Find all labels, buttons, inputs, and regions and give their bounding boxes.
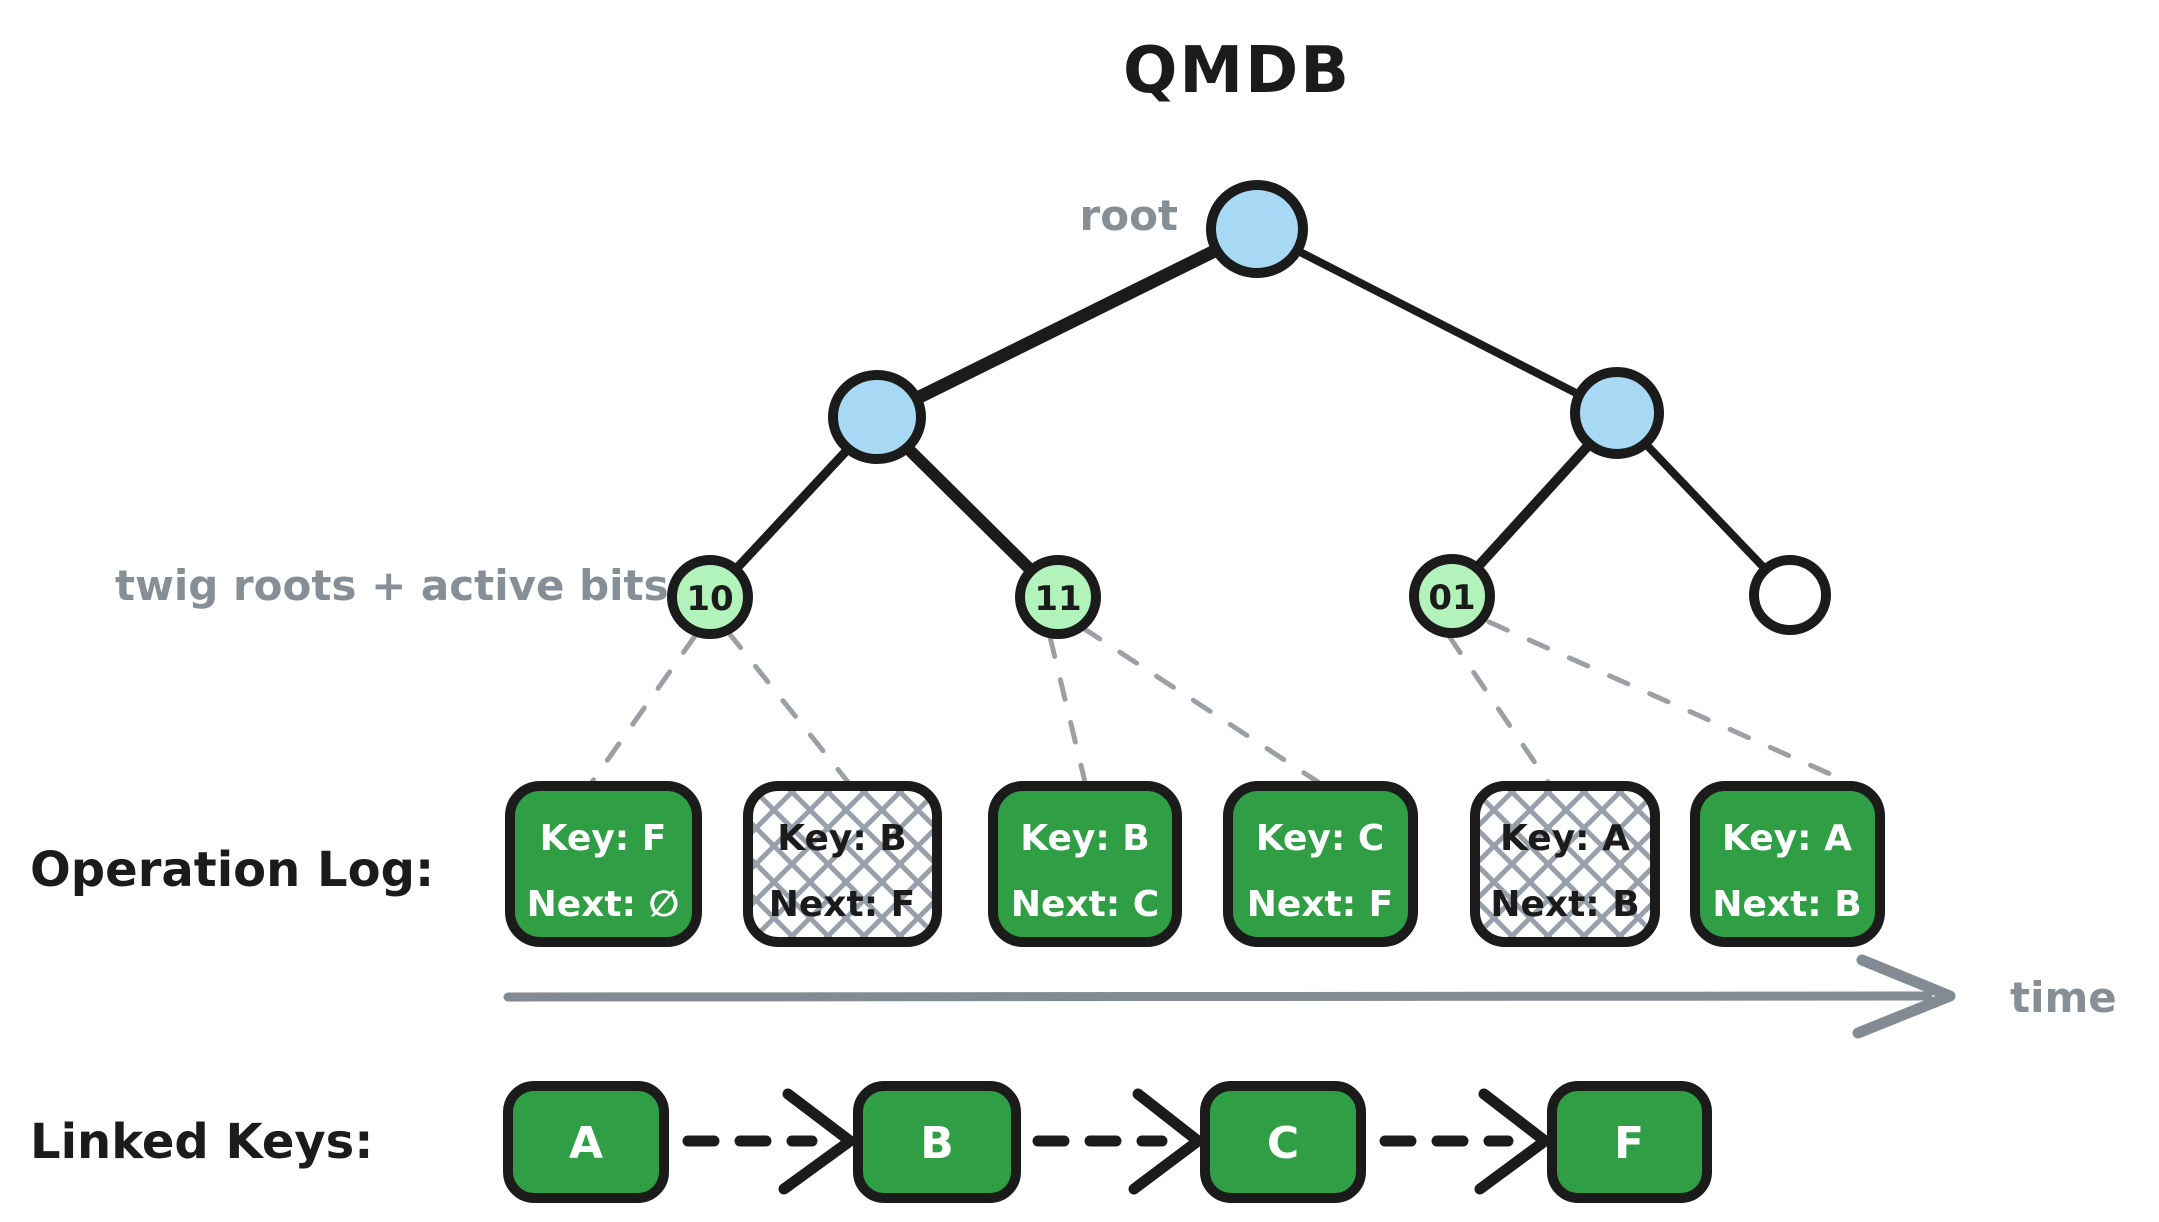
log-entry-3: Key: B Next: C [988, 781, 1182, 947]
log-entry-3-next: Next: C [1011, 884, 1159, 925]
linked-key-b-letter: B [920, 1118, 954, 1169]
linked-keys-chain: A B C F [503, 1081, 1712, 1203]
edge-root-to-right-internal [1253, 226, 1621, 418]
linked-key-c-letter: C [1267, 1118, 1299, 1169]
log-entry-1-next: Next: ∅ [527, 884, 680, 925]
left-internal-node [828, 370, 926, 464]
chain-arrow-a-to-b [682, 1088, 856, 1195]
root-annotation: root [1080, 191, 1179, 240]
twig-11-label: 11 [1034, 579, 1081, 619]
chain-arrow-c-to-f-head-icon [1474, 1088, 1551, 1195]
edge-root-to-left-internal [870, 223, 1264, 425]
linked-keys-label: Linked Keys: [30, 1114, 373, 1170]
linked-key-f-letter: F [1614, 1118, 1644, 1169]
log-entry-5-next: Next: B [1490, 884, 1639, 925]
linked-key-f-box [1547, 1081, 1712, 1203]
twig-10-label: 10 [686, 579, 733, 619]
linked-key-c: C [1200, 1081, 1366, 1203]
time-axis-line [503, 991, 1933, 1002]
linked-key-a-box [503, 1081, 669, 1203]
twig-node-10 [667, 555, 753, 639]
twig-to-log-links [589, 619, 1851, 785]
twig-01-label: 01 [1428, 578, 1475, 618]
log-entry-3-key: Key: B [1020, 818, 1150, 859]
right-internal-node [1570, 367, 1664, 459]
twig-node-11 [1015, 555, 1101, 639]
linked-key-c-box [1200, 1081, 1366, 1203]
link-twig10-to-entry2 [725, 629, 851, 785]
log-entry-4-box [1223, 781, 1418, 947]
log-entry-1: Key: F Next: ∅ [505, 781, 702, 947]
chain-arrow-a-to-b-head-icon [778, 1088, 856, 1195]
chain-arrow-b-to-c-head-icon [1128, 1088, 1204, 1195]
log-entry-4-key: Key: C [1256, 818, 1385, 859]
log-entry-4: Key: C Next: F [1223, 781, 1418, 947]
log-entry-4-next: Next: F [1247, 884, 1394, 925]
log-entry-2-next: Next: F [769, 884, 916, 925]
time-axis-arrowhead-icon [1852, 954, 1956, 1039]
link-twig10-to-entry1 [589, 633, 698, 785]
log-entry-3-box [988, 781, 1182, 947]
link-twig01-to-entry5 [1446, 633, 1551, 785]
tree-nodes [667, 180, 1831, 639]
log-entry-6-next: Next: B [1712, 884, 1861, 925]
linked-key-a-letter: A [569, 1118, 603, 1169]
link-twig11-to-entry3 [1047, 634, 1088, 785]
time-axis-label: time [2010, 973, 2117, 1022]
link-twig11-to-entry4 [1080, 625, 1321, 785]
log-entry-2-box [743, 781, 942, 947]
log-entry-6-key: Key: A [1722, 818, 1852, 859]
log-entry-1-box [505, 781, 702, 947]
log-entry-5-box [1470, 781, 1660, 947]
link-twig01-to-entry6 [1486, 619, 1851, 785]
root-node [1206, 180, 1308, 278]
log-entry-5-key: Key: A [1500, 818, 1630, 859]
twig-roots-annotation: twig roots + active bits [115, 561, 669, 610]
operation-log-label: Operation Log: [30, 842, 434, 898]
log-entry-6-box [1690, 781, 1885, 947]
log-entry-1-key: Key: F [540, 818, 667, 859]
log-entry-2: Key: B Next: F [743, 781, 942, 947]
linked-key-a: A [503, 1081, 669, 1203]
log-entry-2-key: Key: B [777, 818, 907, 859]
linked-key-b-box [853, 1081, 1021, 1203]
twig-node-01 [1409, 554, 1495, 638]
operation-log-entries: Key: F Next: ∅ Key: B Next: F Key: B Nex… [505, 781, 1885, 947]
log-entry-6: Key: A Next: B [1690, 781, 1885, 947]
linked-key-f: F [1547, 1081, 1712, 1203]
chain-arrow-b-to-c [1032, 1088, 1204, 1195]
diagram-title: QMDB [1123, 34, 1351, 108]
twig-node-empty [1749, 555, 1831, 635]
time-axis: time [503, 954, 2117, 1039]
linked-key-b: B [853, 1081, 1021, 1203]
log-entry-5: Key: A Next: B [1470, 781, 1660, 947]
chain-arrow-c-to-f [1379, 1088, 1551, 1195]
